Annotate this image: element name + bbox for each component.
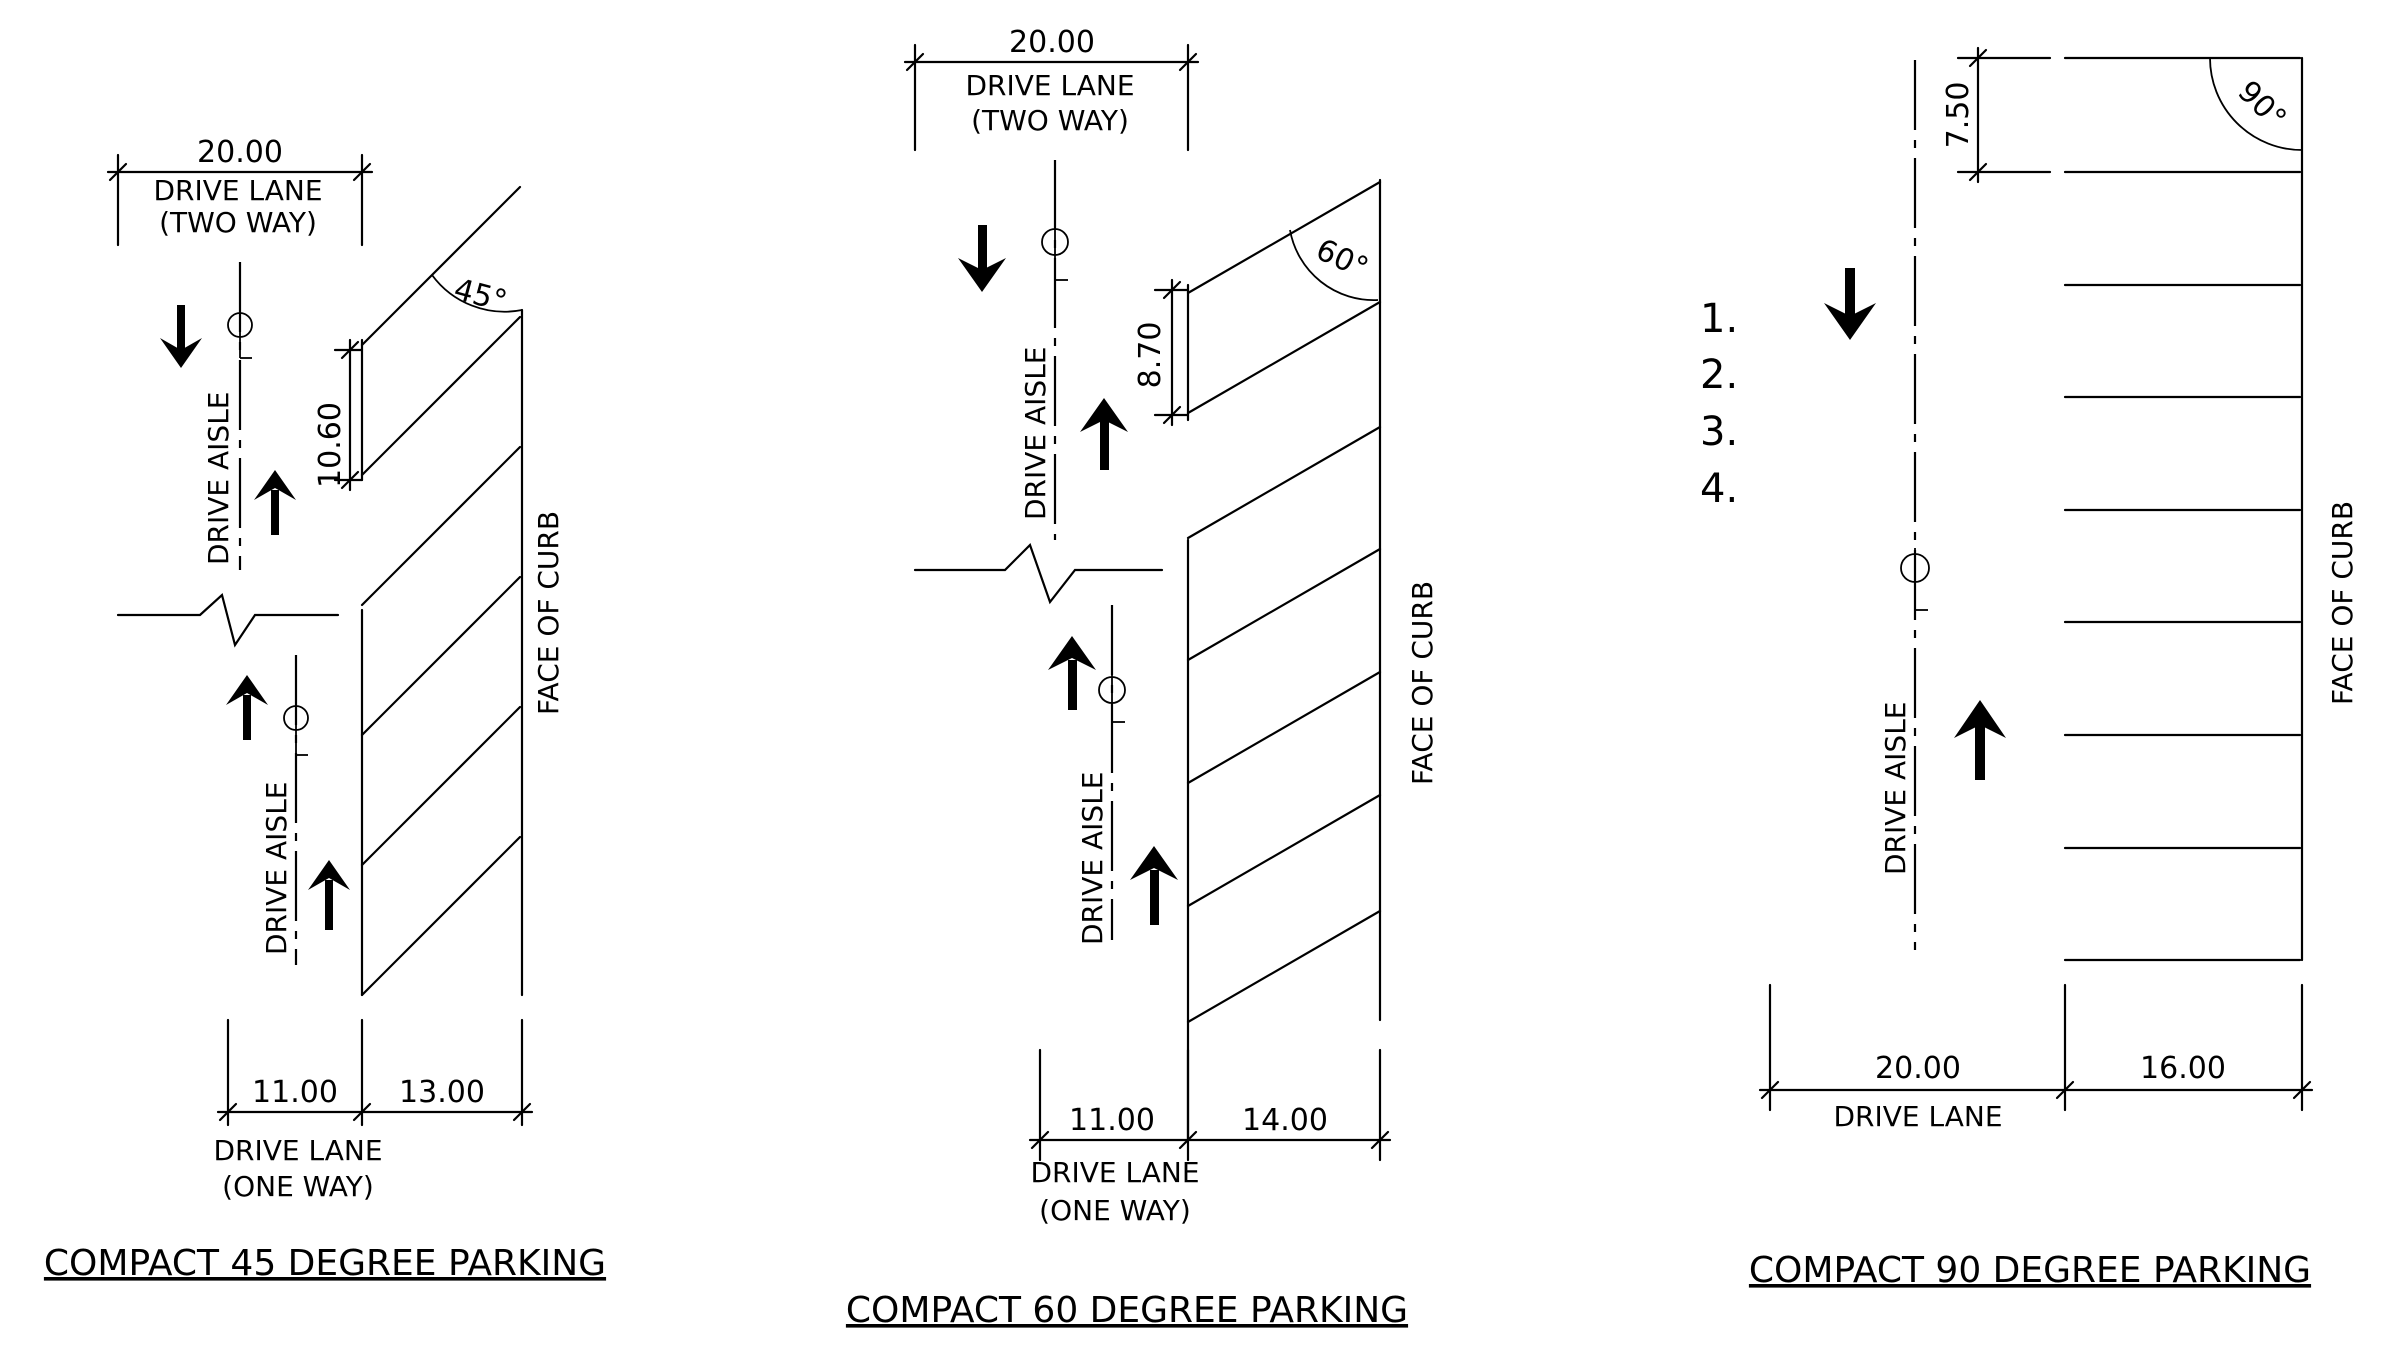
bottom-dimensions-45: 11.00 13.00 DRIVE LANE (ONE WAY) <box>213 1018 534 1203</box>
dim-stall-value: 13.00 <box>399 1075 485 1110</box>
arrow-up-icon <box>308 860 350 930</box>
bottom-lane-sublabel: (ONE WAY) <box>222 1170 374 1203</box>
diagram-90-degree: 1. 2. 3. 4. DRIVE AISLE 7.50 <box>1700 46 2359 1291</box>
arrow-up-icon <box>1954 700 2006 780</box>
bottom-dimensions-90: 20.00 16.00 DRIVE LANE <box>1758 983 2314 1133</box>
stall-depth-value: 10.60 <box>313 402 348 488</box>
top-dim-value: 20.00 <box>1009 25 1095 60</box>
drive-aisle-lower-label: DRIVE AISLE <box>1076 772 1109 946</box>
angle-label: 45° <box>450 272 510 320</box>
top-lane-label: DRIVE LANE <box>965 69 1134 102</box>
arrow-down-icon <box>1824 268 1876 340</box>
centerline-symbol-lower <box>283 700 309 756</box>
arrow-up-icon <box>226 675 268 740</box>
stall-lines-45 <box>360 185 522 997</box>
bottom-lane-label: DRIVE LANE <box>213 1134 382 1167</box>
top-dimension-60: 20.00 DRIVE LANE (TWO WAY) <box>903 25 1200 152</box>
centerline-symbol <box>227 305 253 359</box>
centerline-symbol-lower <box>1098 670 1126 723</box>
diagram-title: COMPACT 45 DEGREE PARKING <box>44 1243 606 1284</box>
angle-arc <box>2209 57 2303 151</box>
centerline-symbol <box>1041 222 1069 281</box>
diagram-45-degree: 20.00 DRIVE LANE (TWO WAY) DRIVE AISLE <box>44 135 606 1284</box>
top-dimension-45: 20.00 DRIVE LANE (TWO WAY) <box>106 135 374 247</box>
arrow-up-icon <box>1048 636 1096 710</box>
drive-aisle-upper-label: DRIVE AISLE <box>202 392 235 566</box>
dim-lane-value: 11.00 <box>1069 1103 1155 1138</box>
angle-arc <box>1289 229 1379 301</box>
stall-depth-dimension: 8.70 <box>1133 278 1190 427</box>
list-item-1: 1. <box>1700 296 1738 342</box>
drive-aisle-lower-label: DRIVE AISLE <box>260 782 293 956</box>
top-lane-label: DRIVE LANE <box>153 174 322 207</box>
stall-lines-60 <box>1186 180 1382 1024</box>
bottom-lane-sublabel: (ONE WAY) <box>1039 1194 1191 1227</box>
arrow-up-icon <box>1080 398 1128 470</box>
top-lane-sublabel: (TWO WAY) <box>971 104 1129 137</box>
arrow-down-icon <box>958 225 1006 292</box>
arrow-down-icon <box>160 305 202 368</box>
diagram-title: COMPACT 90 DEGREE PARKING <box>1749 1250 2311 1291</box>
drive-aisle-label: DRIVE AISLE <box>1879 702 1912 876</box>
stall-depth-dimension: 10.60 <box>313 338 364 492</box>
angle-label: 60° <box>1311 232 1374 286</box>
dim-stall-value: 14.00 <box>1242 1103 1328 1138</box>
list-item-2: 2. <box>1700 352 1738 398</box>
angle-arc <box>431 274 523 313</box>
drive-aisle-upper-label: DRIVE AISLE <box>1019 347 1052 521</box>
centerline-symbol <box>1900 548 1930 611</box>
bottom-dimensions-60: 11.00 14.00 DRIVE LANE (ONE WAY) <box>1028 1048 1392 1227</box>
arrow-up-icon <box>254 470 296 535</box>
arrow-up-icon <box>1130 846 1178 925</box>
list-item-4: 4. <box>1700 466 1738 512</box>
bottom-lane-label: DRIVE LANE <box>1833 1100 2002 1133</box>
dim-stall-value: 16.00 <box>2140 1051 2226 1086</box>
dim-lane-value: 11.00 <box>252 1075 338 1110</box>
diagram-title: COMPACT 60 DEGREE PARKING <box>846 1290 1408 1331</box>
bottom-lane-label: DRIVE LANE <box>1030 1156 1199 1189</box>
stall-depth-value: 8.70 <box>1133 322 1168 389</box>
top-lane-sublabel: (TWO WAY) <box>159 206 317 239</box>
face-of-curb-label: FACE OF CURB <box>532 511 565 715</box>
stall-width-value: 7.50 <box>1941 82 1976 149</box>
stall-width-dimension: 7.50 <box>1941 46 2052 184</box>
face-of-curb-label: FACE OF CURB <box>2326 501 2359 705</box>
list-item-3: 3. <box>1700 409 1738 455</box>
face-of-curb-label: FACE OF CURB <box>1406 581 1439 785</box>
top-dim-value: 20.00 <box>197 135 283 170</box>
break-line <box>116 592 340 648</box>
break-line <box>913 542 1164 605</box>
diagram-60-degree: 20.00 DRIVE LANE (TWO WAY) DRIVE AISLE <box>846 25 1439 1331</box>
stall-lines-90 <box>2063 56 2302 962</box>
angle-label: 90° <box>2231 74 2293 136</box>
dim-lane-value: 20.00 <box>1875 1051 1961 1086</box>
